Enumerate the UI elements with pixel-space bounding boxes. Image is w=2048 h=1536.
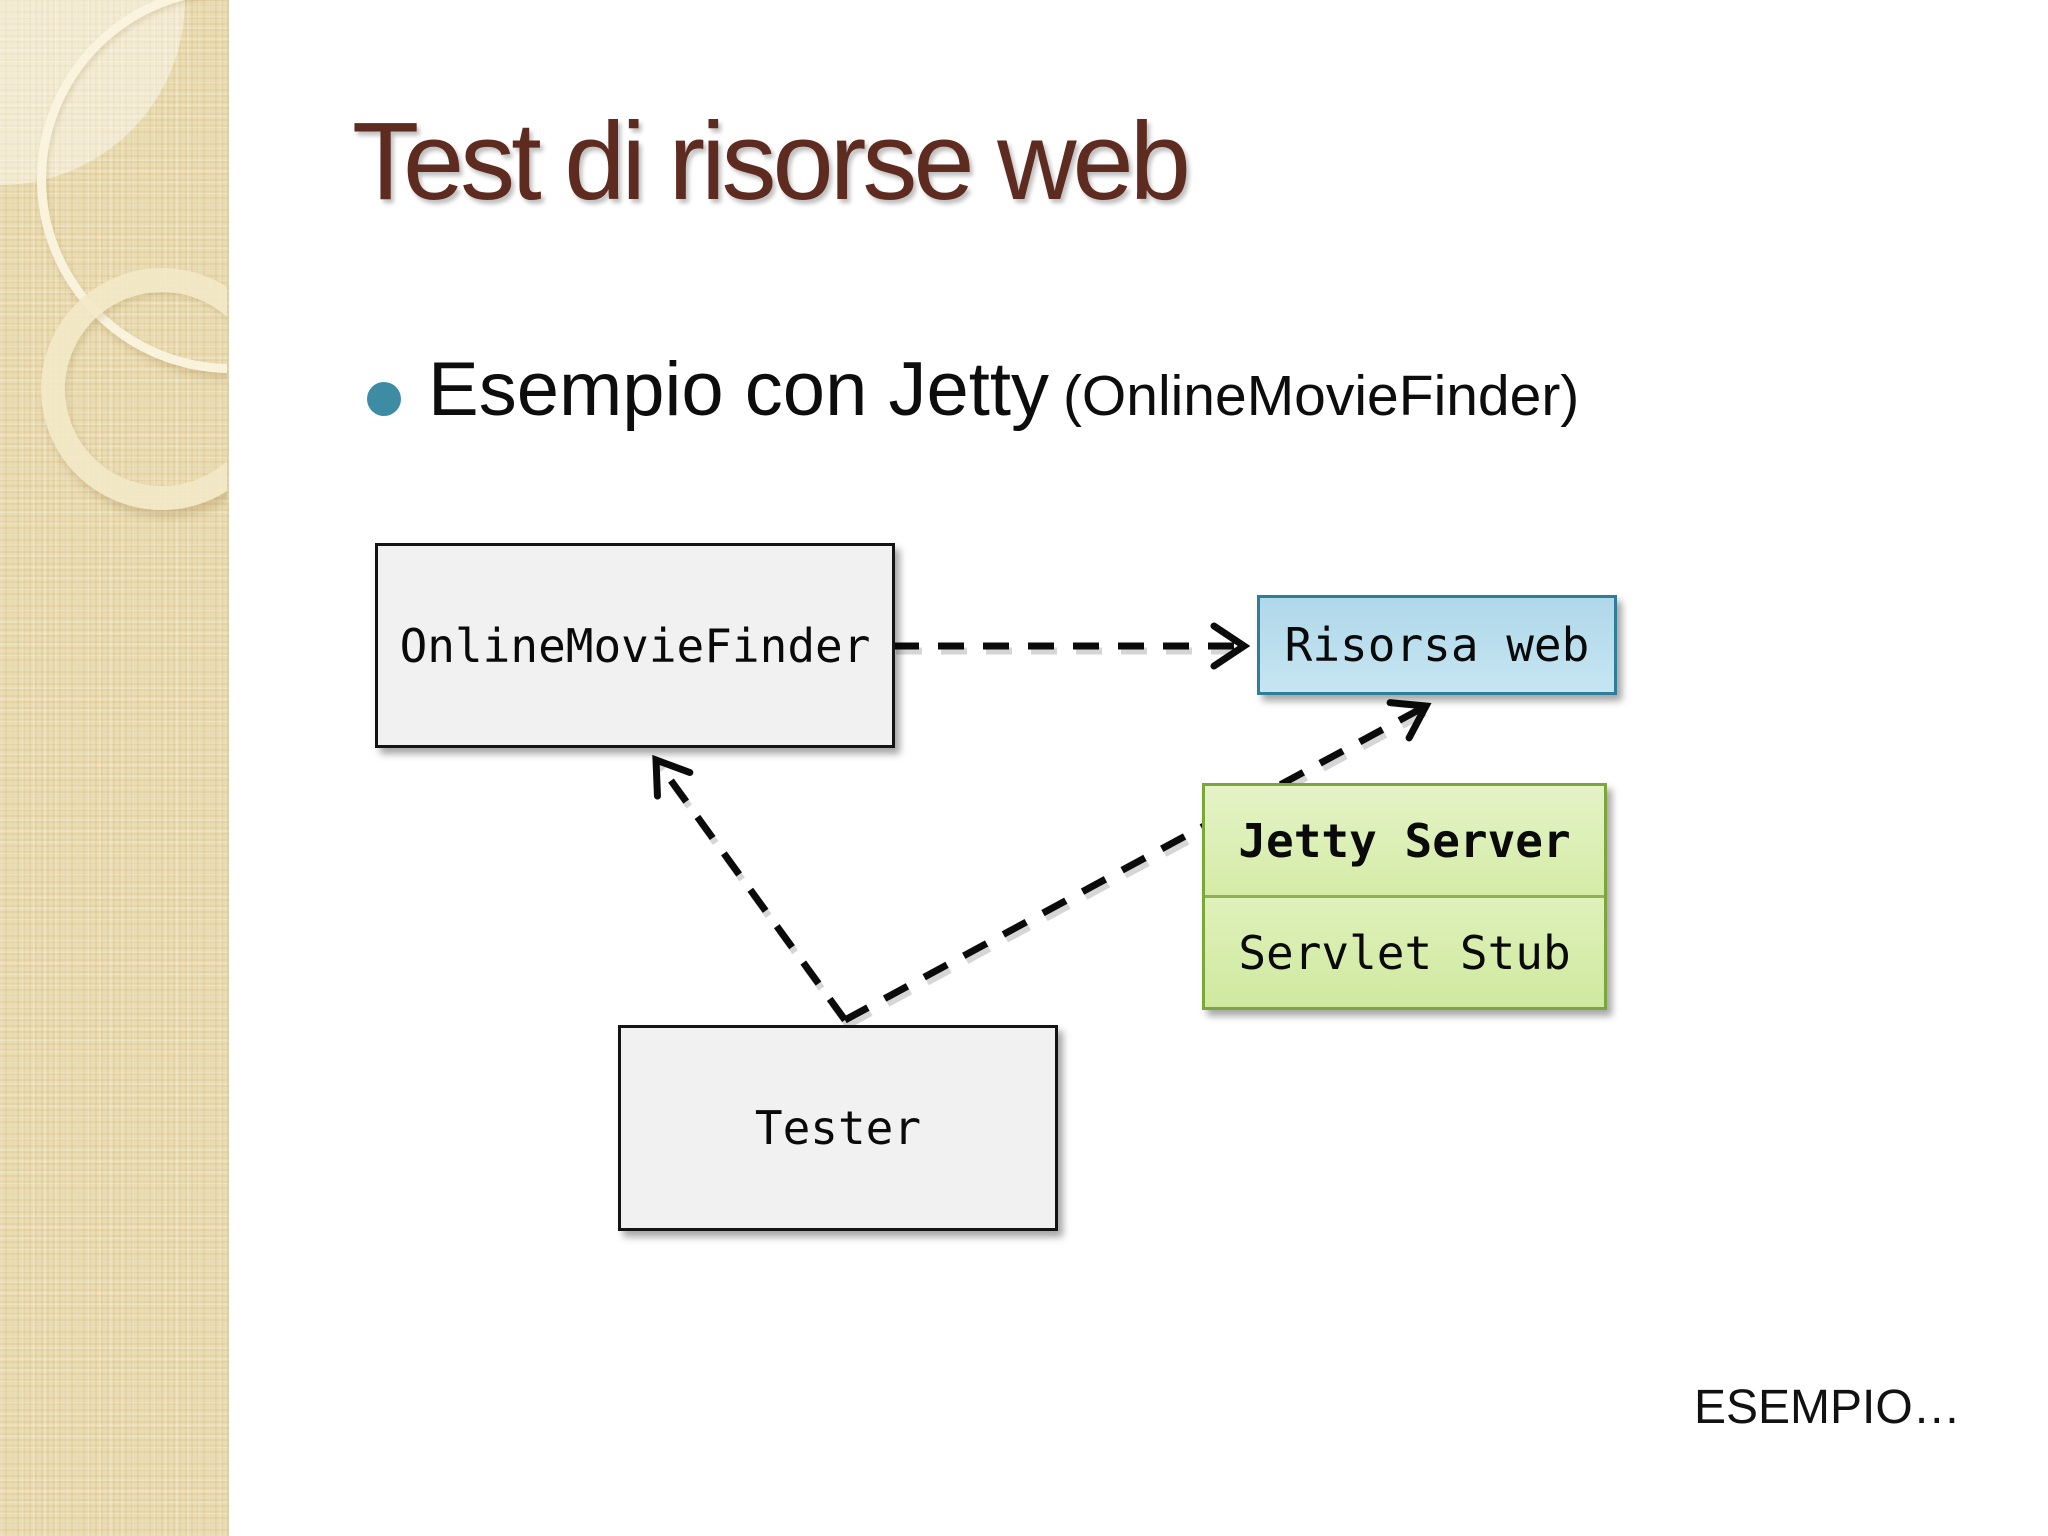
jetty-server-label: Jetty Server xyxy=(1238,813,1571,868)
bullet-icon xyxy=(367,382,401,416)
node-online-movie-finder-label: OnlineMovieFinder xyxy=(399,618,871,673)
jetty-server-title-cell: Jetty Server xyxy=(1205,786,1604,898)
bullet-line: Esempio con Jetty(OnlineMovieFinder) xyxy=(428,352,1579,428)
connector-tester-to-omf xyxy=(652,754,848,1023)
connector-tester-to-risorsa xyxy=(843,699,1432,1024)
node-online-movie-finder: OnlineMovieFinder xyxy=(375,543,895,748)
bullet-text-paren: (OnlineMovieFinder) xyxy=(1062,364,1580,428)
node-risorsa-web-label: Risorsa web xyxy=(1284,618,1590,672)
servlet-stub-cell: Servlet Stub xyxy=(1205,898,1604,1007)
node-tester: Tester xyxy=(618,1025,1058,1231)
node-tester-label: Tester xyxy=(754,1101,922,1155)
footer-note: ESEMPIO… xyxy=(1694,1381,1961,1434)
servlet-stub-label: Servlet Stub xyxy=(1238,925,1571,980)
page-title: Test di risorse web xyxy=(352,100,1191,223)
node-jetty-server: Jetty Server Servlet Stub xyxy=(1202,783,1607,1010)
node-risorsa-web: Risorsa web xyxy=(1257,595,1617,695)
bullet-text-main: Esempio con Jetty xyxy=(428,347,1049,432)
sidebar-decoration xyxy=(0,0,229,1536)
